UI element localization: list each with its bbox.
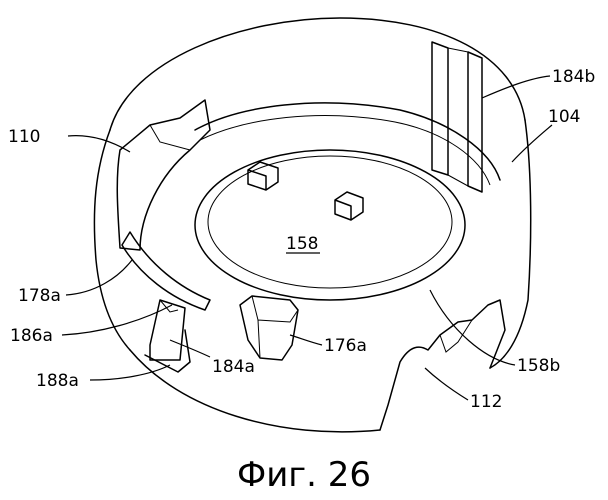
slot-158b — [440, 320, 472, 352]
outer-wall-right — [490, 120, 531, 368]
window-184b — [432, 42, 448, 175]
wall-178a — [122, 232, 210, 310]
flange-110-inner — [150, 125, 190, 150]
label-184a: 184a — [212, 357, 255, 377]
label-110: 110 — [8, 127, 40, 147]
floor-158-inner — [208, 156, 452, 288]
outer-bottom-edge — [130, 350, 380, 432]
reference-numerals: 110 184b 104 158 178a 186a 188a 184a 176… — [8, 67, 595, 412]
label-188a: 188a — [36, 371, 79, 391]
leader-184a — [170, 340, 210, 357]
figure-caption: Фиг. 26 — [237, 455, 371, 495]
label-184b: 184b — [552, 67, 595, 87]
flange-110 — [117, 100, 210, 250]
floor-lug-right — [335, 192, 363, 220]
window-184b-rail — [448, 48, 468, 186]
outer-rim — [110, 18, 525, 130]
leader-158b — [430, 290, 515, 365]
tab-176a — [240, 296, 298, 360]
label-158: 158 — [286, 234, 318, 254]
leader-176a — [290, 335, 322, 345]
label-104: 104 — [548, 107, 580, 127]
leader-104 — [512, 125, 552, 162]
floor-158 — [195, 150, 465, 300]
tab-176a-face — [252, 296, 298, 358]
label-158b: 158b — [517, 356, 560, 376]
label-178a: 178a — [18, 286, 61, 306]
label-186a: 186a — [10, 326, 53, 346]
label-176a: 176a — [324, 336, 367, 356]
label-112: 112 — [470, 392, 502, 412]
window-184b-right — [468, 52, 482, 192]
leader-112 — [425, 368, 468, 400]
leader-184b — [482, 76, 550, 98]
